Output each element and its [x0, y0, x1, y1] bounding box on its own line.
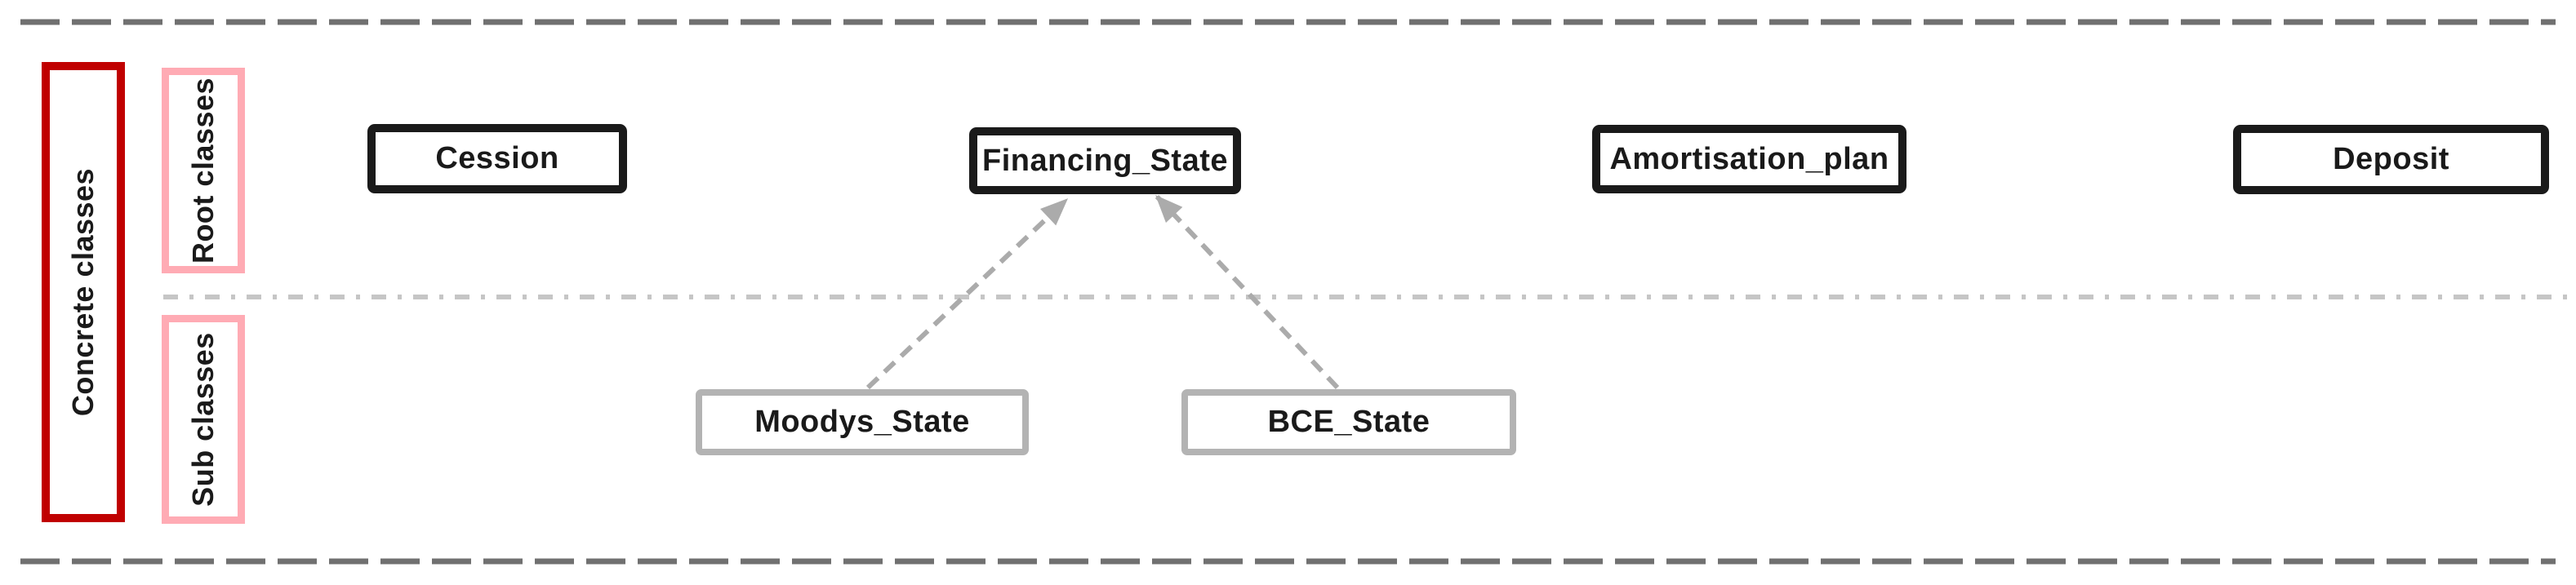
- class-node-amortisation-plan-label: Amortisation_plan: [1609, 141, 1889, 176]
- class-node-moodys-state-label: Moodys_State: [754, 405, 970, 439]
- sub-classes-label: Sub classes: [186, 332, 220, 507]
- inheritance-arrow-moodys-to-financing: [865, 197, 1069, 390]
- class-node-deposit-label: Deposit: [2333, 142, 2449, 176]
- class-node-bce-state-label: BCE_State: [1267, 405, 1430, 439]
- class-node-cession: Cession: [367, 124, 627, 193]
- root-classes-lane-label-box: Root classes: [162, 68, 245, 273]
- class-node-amortisation-plan: Amortisation_plan: [1592, 125, 1906, 193]
- sub-classes-lane-label-box: Sub classes: [162, 315, 245, 524]
- class-node-moodys-state: Moodys_State: [696, 389, 1029, 455]
- inheritance-arrow-bce-to-financing: [1155, 194, 1340, 390]
- class-node-deposit: Deposit: [2233, 125, 2549, 194]
- class-node-financing-state-label: Financing_State: [982, 143, 1228, 178]
- concrete-classes-group: Concrete classes: [42, 62, 125, 522]
- root-classes-label: Root classes: [186, 77, 220, 264]
- concrete-classes-label: Concrete classes: [66, 167, 100, 417]
- class-node-bce-state: BCE_State: [1181, 389, 1516, 455]
- class-node-financing-state: Financing_State: [969, 127, 1241, 194]
- class-node-cession-label: Cession: [435, 141, 559, 175]
